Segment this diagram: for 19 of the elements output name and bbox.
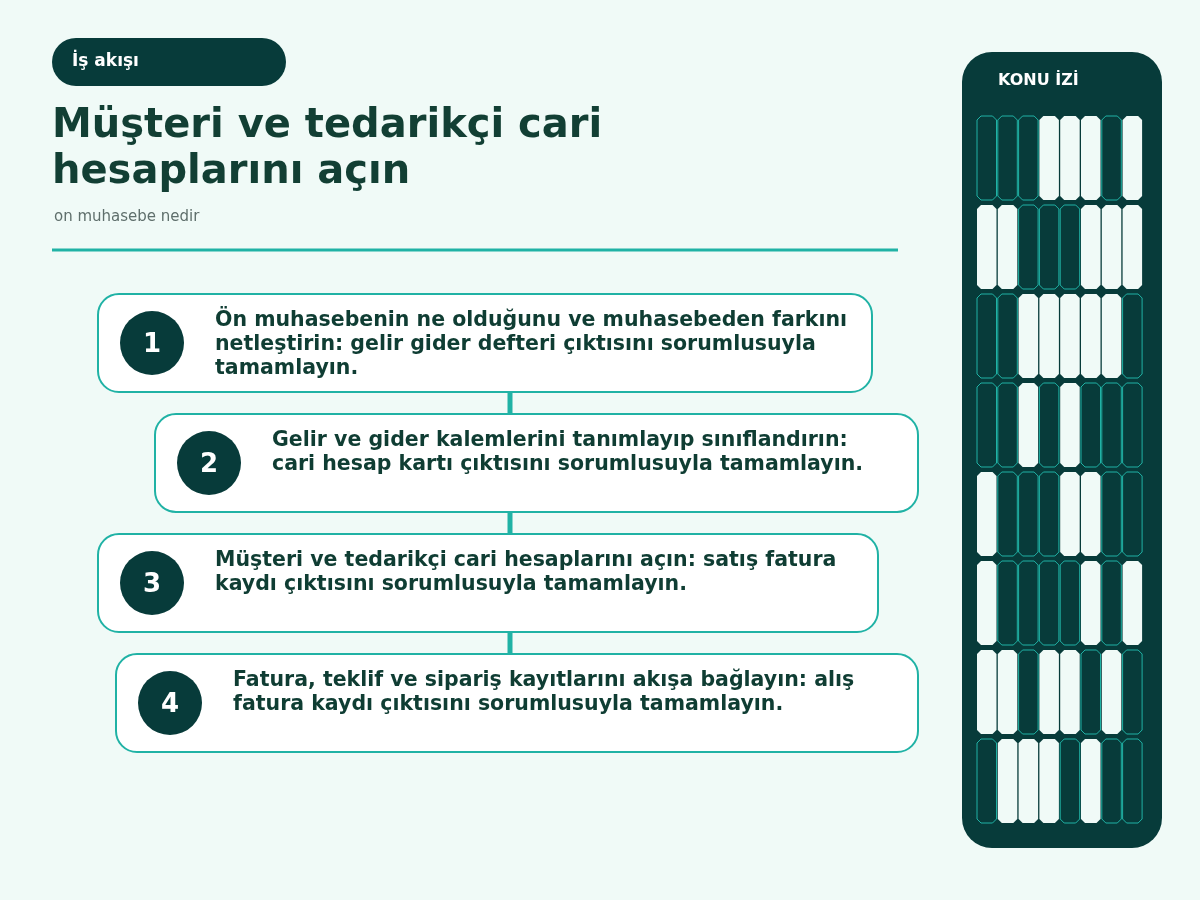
step-card — [115, 653, 919, 753]
title: Müşteri ve tedarikçi cari hesaplarını açın — [52, 100, 604, 192]
step-card — [97, 533, 879, 633]
connector-line — [507, 513, 513, 533]
panel-heading: KONU İZİ — [997, 70, 1080, 91]
step-number: 3 — [120, 551, 184, 615]
step-number: 2 — [177, 431, 241, 495]
connector-line — [507, 393, 513, 413]
step-description: Ön muhasebenin ne olduğunu ve muhasebeden farkını netleştirin: gelir gider defteri çıktısını sorumlusuyla tamamlayın. — [215, 307, 849, 379]
step-description: Fatura, teklif ve sipariş kayıtlarını akışa bağlayın: alış fatura kaydı çıktısını sorumlusuyla tamamlayın. — [233, 667, 856, 715]
step-description: Gelir ve gider kalemlerini tanımlayıp sınıflandırın: cari hesap kartı çıktısını sorumlusuyla tamamlayın. — [272, 427, 865, 475]
step-number: 4 — [138, 671, 202, 735]
step-number: 1 — [120, 311, 184, 375]
category-badge: İş akışı — [52, 38, 286, 86]
subtitle: on muhasebe nedir — [54, 207, 201, 227]
step-card — [97, 293, 873, 393]
step-card — [154, 413, 919, 513]
step-description: Müşteri ve tedarikçi cari hesaplarını açın: satış fatura kaydı çıktısını sorumlusuyla tamamlayın. — [215, 547, 838, 595]
connector-line — [507, 633, 513, 653]
